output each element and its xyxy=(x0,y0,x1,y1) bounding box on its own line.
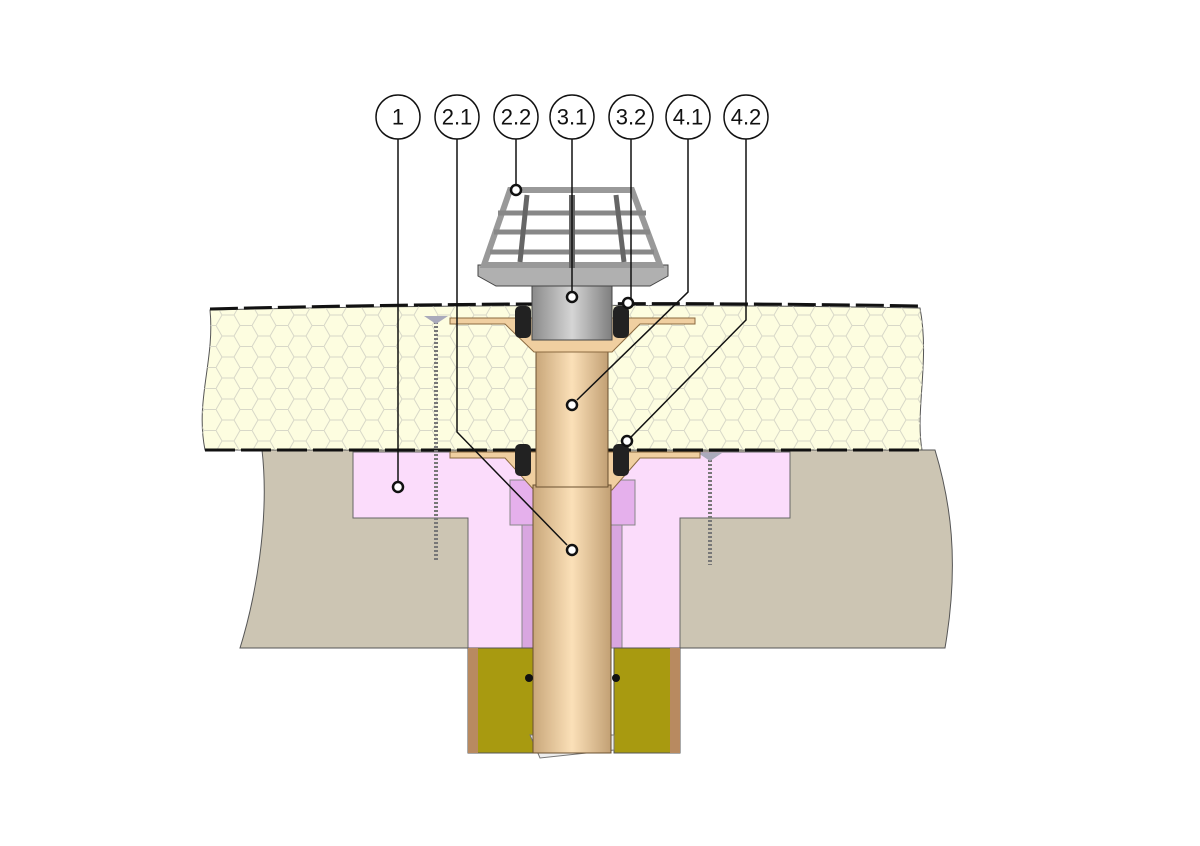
drain-pipe-lower xyxy=(532,484,612,754)
leader-lines xyxy=(397,139,747,546)
clamp-ring-upper xyxy=(515,306,629,338)
callout-2-2: 2.2 xyxy=(493,94,539,140)
callout-1: 1 xyxy=(375,94,421,140)
callout-label: 3.1 xyxy=(557,105,588,130)
seal-ring-right xyxy=(612,674,620,682)
callout-label: 2.2 xyxy=(501,105,532,130)
leader-markers xyxy=(391,183,635,557)
callout-label: 4.2 xyxy=(731,105,762,130)
callout-label: 1 xyxy=(392,105,404,130)
callout-label: 4.1 xyxy=(673,105,704,130)
callout-4-1: 4.1 xyxy=(665,94,711,140)
fastener-screw-right xyxy=(698,453,722,565)
clamp-ring-lower xyxy=(515,444,629,476)
mineral-wool-right xyxy=(613,647,681,754)
callout-3-2: 3.2 xyxy=(608,94,654,140)
seal-ring-left xyxy=(525,674,533,682)
callout-2-1: 2.1 xyxy=(434,94,480,140)
callout-3-1: 3.1 xyxy=(549,94,595,140)
grate-base xyxy=(477,264,669,287)
callout-4-2: 4.2 xyxy=(723,94,769,140)
fastener-screw-left xyxy=(424,316,448,560)
callout-label: 2.1 xyxy=(442,105,473,130)
callout-label: 3.2 xyxy=(616,105,647,130)
